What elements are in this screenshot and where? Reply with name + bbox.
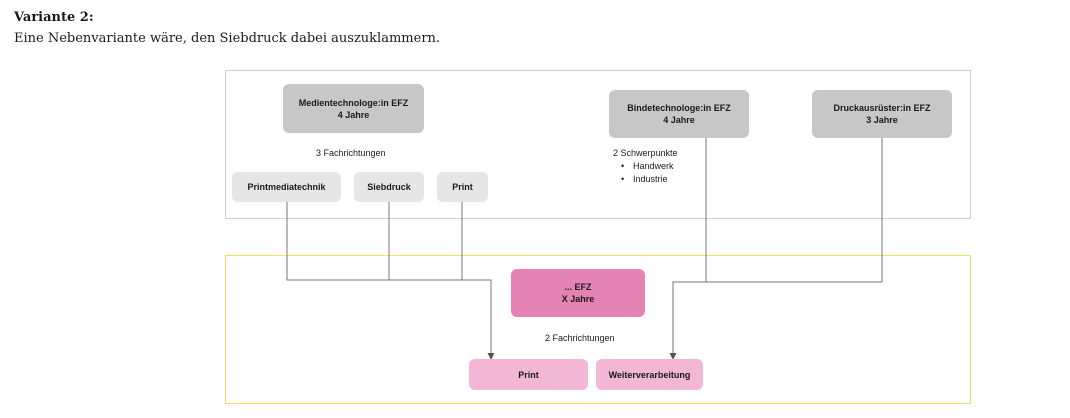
box-printmediatechnik: Printmediatechnik [232,172,341,202]
schwerpunkt-industrie: Industrie [621,173,674,186]
new-profession-panel [225,255,971,404]
connector-bindetechnologe [669,138,707,360]
new-fachrichtungen-caption: 2 Fachrichtungen [545,333,615,343]
schwerpunkte-list: Handwerk Industrie [621,160,674,186]
box-print-top: Print [437,172,488,202]
section-heading: Variante 2: [14,10,94,25]
weiterverarbeitung-label: Weiterverarbeitung [608,369,691,380]
intro-text: Eine Nebenvariante wäre, den Siebdruck d… [14,31,441,46]
druckausruester-duration: 3 Jahre [866,115,898,125]
print-new-label: Print [518,369,539,380]
current-professions-panel [225,70,971,219]
box-siebdruck: Siebdruck [354,172,424,202]
schwerpunkt-handwerk: Handwerk [621,160,674,173]
medientechnologe-title: Medientechnologe:in EFZ [298,97,409,108]
print-top-label: Print [452,182,473,192]
connector-druckausruester [706,138,883,283]
siebdruck-label: Siebdruck [367,182,411,192]
box-weiterverarbeitung: Weiterverarbeitung [596,359,703,390]
druckausruester-title: Druckausrüster:in EFZ [833,103,931,113]
bindetechnologe-duration: 4 Jahre [663,115,695,125]
bindetechnologe-title: Bindetechnologe:in EFZ [627,103,731,113]
medien-fachrichtungen-caption: 3 Fachrichtungen [316,148,386,158]
new-efz-title: ... EFZ [564,282,592,292]
binde-schwerpunkte-caption: 2 Schwerpunkte [613,148,678,158]
medientechnologe-duration: 4 Jahre [337,109,370,120]
new-efz-duration: X Jahre [561,294,595,304]
box-medientechnologe: Medientechnologe:in EFZ 4 Jahre [283,84,424,133]
box-new-efz: ... EFZ X Jahre [511,269,645,317]
box-print-new: Print [469,359,588,390]
box-druckausruester: Druckausrüster:in EFZ 3 Jahre [812,90,952,138]
printmediatechnik-label: Printmediatechnik [247,182,326,192]
box-bindetechnologe: Bindetechnologe:in EFZ 4 Jahre [609,90,749,138]
